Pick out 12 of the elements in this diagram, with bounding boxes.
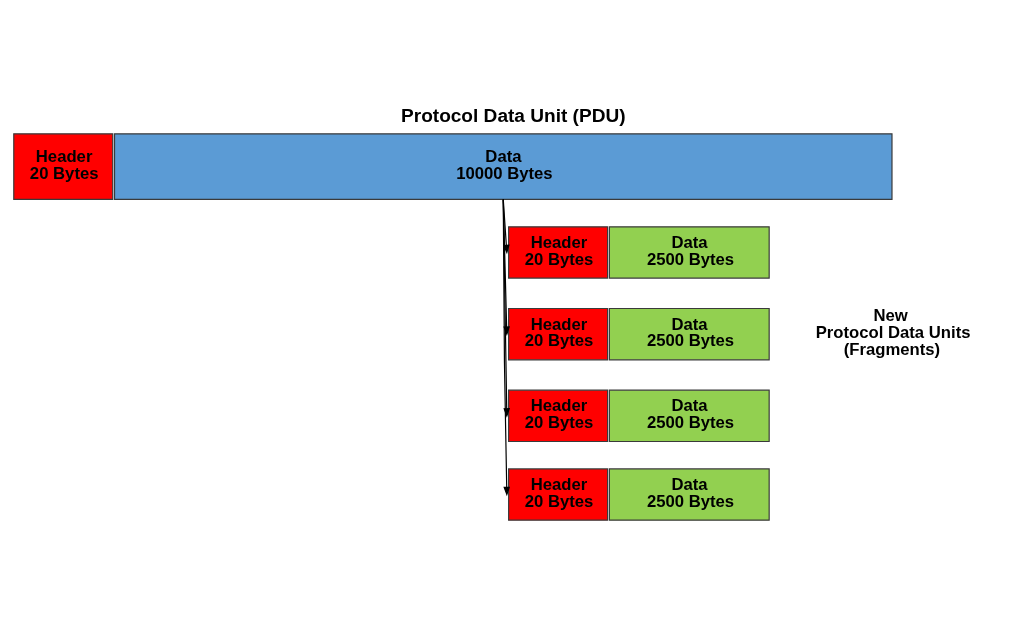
node-box: Data 2500 Bytes [608, 467, 770, 521]
node-box: Data 2500 Bytes [608, 307, 770, 360]
label: New Protocol Data Units (Fragments) [815, 305, 971, 359]
node-box: Header 20 Bytes [507, 389, 608, 442]
node-box: Data 10000 Bytes [113, 132, 893, 200]
node-box: Header 20 Bytes [507, 307, 608, 360]
node-box: Header 20 Bytes [507, 225, 608, 279]
node-box: Data 2500 Bytes [608, 225, 770, 279]
node-box: Data 2500 Bytes [608, 389, 770, 442]
node-box: Header 20 Bytes [12, 132, 113, 200]
diagram-title: Protocol Data Unit (PDU) [400, 104, 626, 126]
node-box: Header 20 Bytes [507, 467, 608, 521]
